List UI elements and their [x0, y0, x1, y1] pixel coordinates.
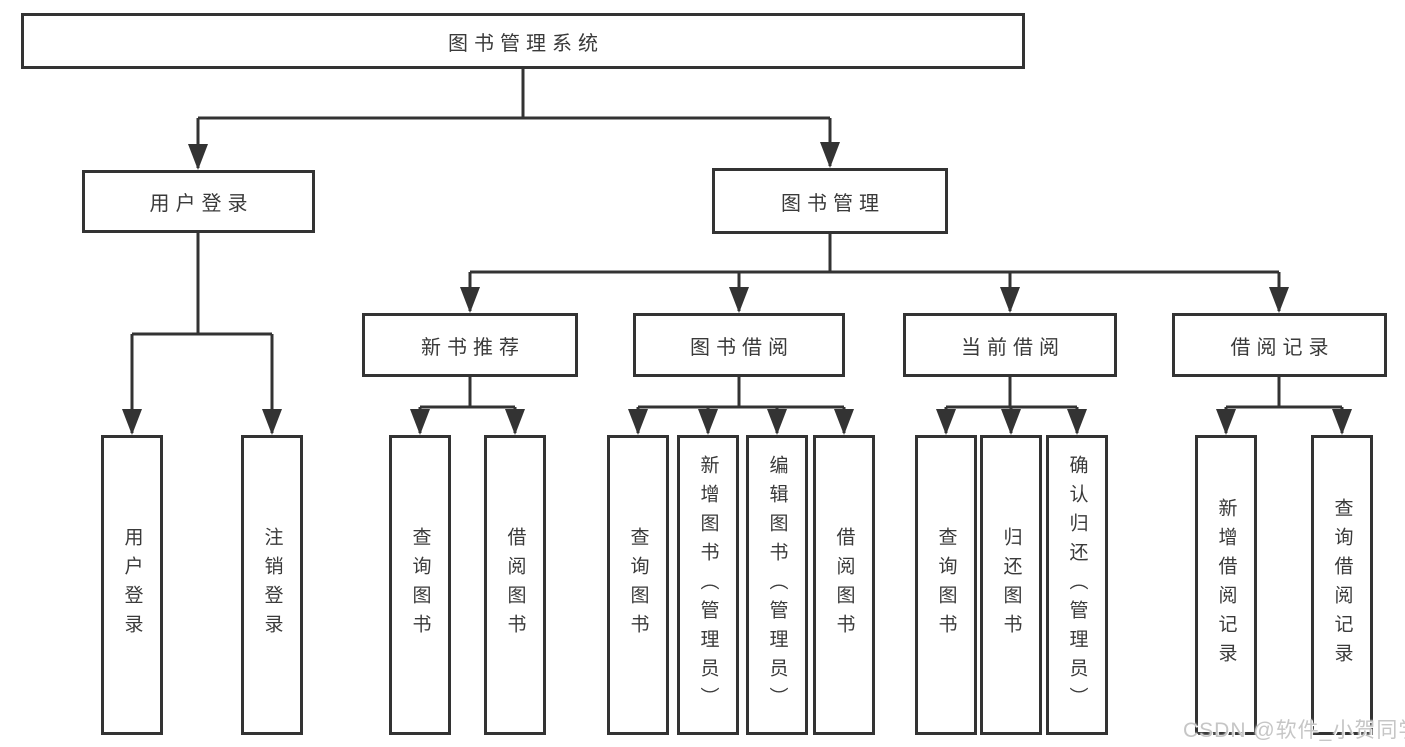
node-user-login: 用户登录 — [82, 170, 315, 233]
leaf-confirm-return-admin: 确认归还（管理员） — [1046, 435, 1108, 735]
connector-branch-root — [196, 69, 832, 168]
node-book-management-label: 图书管理 — [781, 192, 885, 215]
leaf-logout-label: 注销登录 — [261, 527, 283, 643]
leaf-query-borrow-record: 查询借阅记录 — [1311, 435, 1373, 735]
node-borrowing-records: 借阅记录 — [1172, 313, 1387, 377]
node-current-borrowing-label: 当前借阅 — [961, 336, 1065, 359]
leaf-edit-books-admin: 编辑图书（管理员） — [746, 435, 808, 735]
leaf-confirm-return-admin-label: 确认归还（管理员） — [1066, 454, 1088, 716]
leaf-query-books-2-label: 查询图书 — [627, 527, 649, 643]
leaf-add-books-admin-label: 新增图书（管理员） — [697, 454, 719, 716]
leaf-user-login: 用户登录 — [101, 435, 163, 735]
node-book-borrowing: 图书借阅 — [633, 313, 845, 377]
leaf-query-books-1-label: 查询图书 — [409, 527, 431, 643]
csdn-watermark: CSDN @软件_小贺同学 — [1183, 719, 1405, 742]
leaf-logout: 注销登录 — [241, 435, 303, 735]
connector-branch-user-login — [130, 233, 274, 433]
leaf-borrow-books-1-label: 借阅图书 — [504, 527, 526, 643]
leaf-return-books: 归还图书 — [980, 435, 1042, 735]
leaf-query-borrow-record-label: 查询借阅记录 — [1331, 498, 1353, 672]
connector-branch-borrowing-records — [1224, 377, 1344, 433]
leaf-user-login-label: 用户登录 — [121, 527, 143, 643]
node-new-book-recommend: 新书推荐 — [362, 313, 578, 377]
leaf-borrow-books-2: 借阅图书 — [813, 435, 875, 735]
leaf-add-borrow-record: 新增借阅记录 — [1195, 435, 1257, 735]
node-current-borrowing: 当前借阅 — [903, 313, 1117, 377]
node-borrowing-records-label: 借阅记录 — [1230, 336, 1335, 359]
node-library-system-label: 图书管理系统 — [448, 32, 604, 55]
leaf-add-borrow-record-label: 新增借阅记录 — [1215, 498, 1237, 672]
leaf-borrow-books-2-label: 借阅图书 — [833, 527, 855, 643]
leaf-add-books-admin: 新增图书（管理员） — [677, 435, 739, 735]
connector-branch-book-management — [468, 234, 1281, 311]
leaf-edit-books-admin-label: 编辑图书（管理员） — [766, 454, 788, 716]
leaf-query-books-3: 查询图书 — [915, 435, 977, 735]
leaf-return-books-label: 归还图书 — [1000, 527, 1022, 643]
leaf-query-books-3-label: 查询图书 — [935, 527, 957, 643]
leaf-query-books-1: 查询图书 — [389, 435, 451, 735]
node-book-borrowing-label: 图书借阅 — [690, 336, 794, 359]
connector-branch-current-borrowing — [944, 377, 1079, 433]
leaf-borrow-books-1: 借阅图书 — [484, 435, 546, 735]
connector-branch-book-borrowing — [636, 377, 846, 433]
leaf-query-books-2: 查询图书 — [607, 435, 669, 735]
node-new-book-recommend-label: 新书推荐 — [421, 336, 525, 359]
node-user-login-label: 用户登录 — [149, 193, 254, 215]
node-book-management: 图书管理 — [712, 168, 948, 234]
connector-branch-new-book-recommend — [418, 377, 517, 433]
node-library-system: 图书管理系统 — [21, 13, 1025, 69]
